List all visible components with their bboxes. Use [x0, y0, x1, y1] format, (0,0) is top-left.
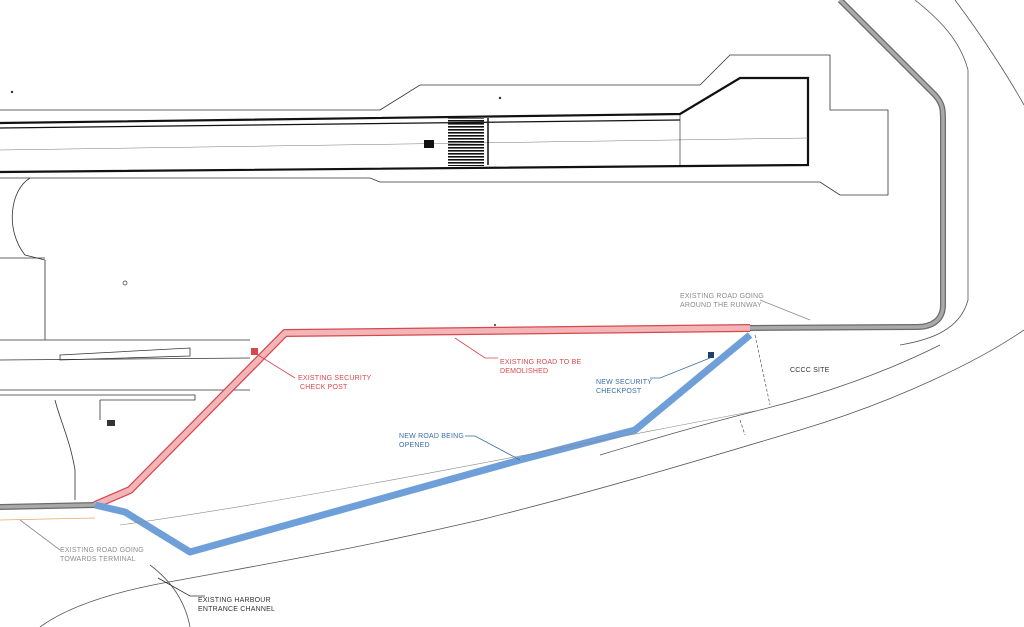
new-security-checkpost-label: NEW SECURITY CHECKPOST [596, 378, 652, 396]
label-line: TOWARDS TERMINAL [60, 556, 136, 563]
label-line: EXISTING ROAD GOING [60, 547, 144, 554]
label-line: EXISTING HARBOUR [198, 597, 271, 604]
runway [0, 76, 810, 174]
leader-lines [19, 299, 811, 597]
cccc-site-label: CCCC SITE [790, 367, 830, 374]
existing-harbour-entrance-channel-label: EXISTING HARBOUR ENTRANCE CHANNEL [198, 596, 275, 614]
label-line: NEW ROAD BEING [399, 433, 465, 440]
label-line: ENTRANCE CHANNEL [198, 606, 276, 613]
new-road-being-opened [94, 332, 753, 556]
cccc-site-boundary [739, 334, 771, 436]
coastline-lines [39, 0, 1024, 627]
existing-security-check-post-label: EXISTING SECURITY CHECK POST [298, 374, 371, 392]
runway-threshold-markings [448, 118, 484, 166]
new-road-being-opened-label: NEW ROAD BEING OPENED [399, 432, 464, 450]
existing-security-check-post-marker [251, 348, 258, 355]
existing-road-around-runway-label: EXISTING ROAD GOING AROUND THE RUNWAY [680, 292, 764, 310]
label-line: AROUND THE RUNWAY [680, 302, 762, 309]
label-line: DEMOLISHED [500, 368, 549, 375]
label-line: EXISTING SECURITY [298, 375, 372, 382]
existing-road-to-be-demolished-label: EXISTING ROAD TO BE DEMOLISHED [500, 358, 581, 376]
label-line: OPENED [399, 442, 430, 449]
apron-outlines [0, 54, 889, 500]
runway-symbol [424, 140, 434, 148]
existing-road-towards-terminal-label: EXISTING ROAD GOING TOWARDS TERMINAL [60, 546, 144, 564]
label-line: EXISTING ROAD GOING [680, 293, 764, 300]
label-line: CHECK POST [300, 384, 348, 391]
label-line: CHECKPOST [596, 388, 642, 395]
new-security-checkpost-marker [708, 352, 714, 358]
label-line: NEW SECURITY [596, 379, 653, 386]
label-line: EXISTING ROAD TO BE [500, 359, 582, 366]
